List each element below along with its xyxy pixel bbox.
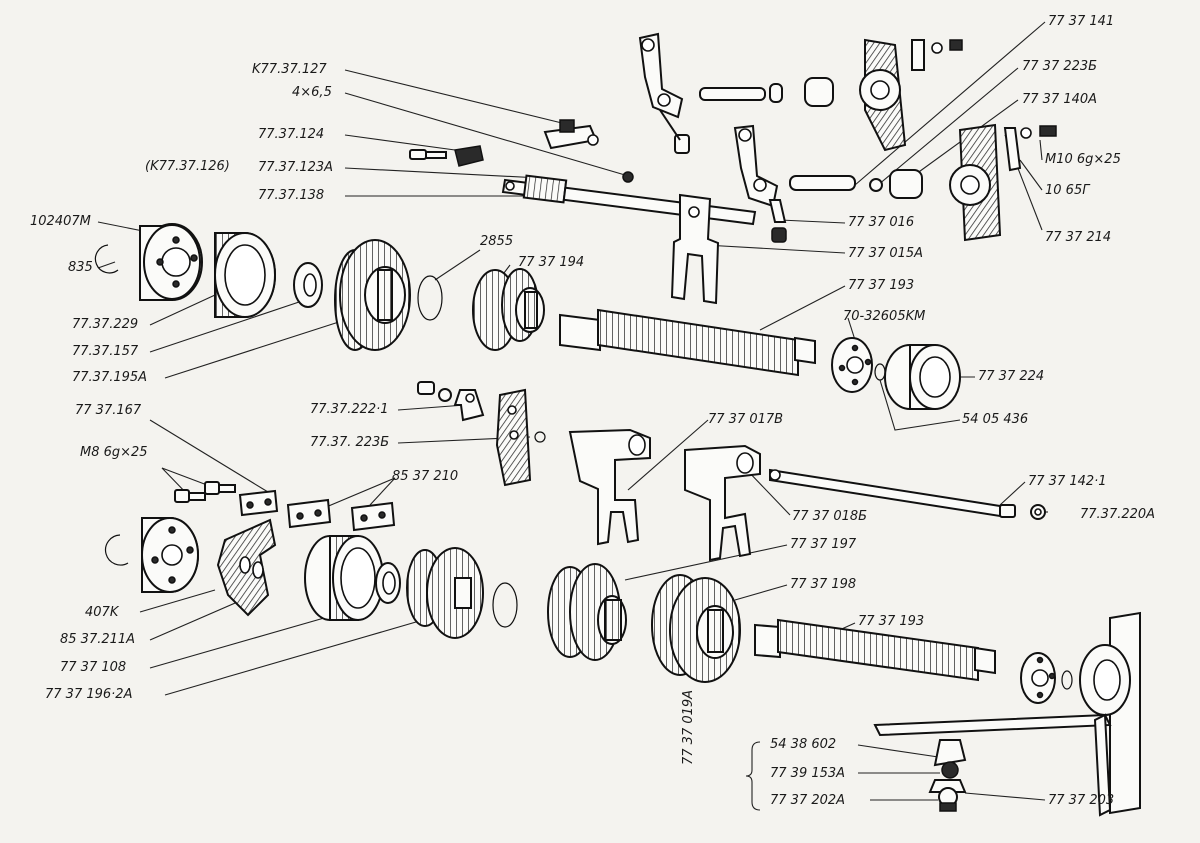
- bearing-70-32605km: [831, 337, 873, 393]
- label-7737141: 77 37 141: [1048, 14, 1115, 29]
- bearing-lower-right: [1020, 652, 1056, 704]
- label-7737223b-top: 77 37 223Б: [1022, 59, 1098, 74]
- label-7737202a: 77 37 202A: [770, 793, 846, 808]
- label-7737193-upper: 77 37 193: [848, 278, 915, 293]
- label-70-32605km: 70-32605KM: [843, 309, 926, 324]
- label-4x65: 4×6,5: [292, 85, 332, 100]
- gear-197: [547, 563, 627, 661]
- label-7737220a: 77.37.220A: [1080, 507, 1156, 522]
- label-102407m: 102407M: [30, 214, 91, 229]
- bracket-214: [949, 123, 1057, 242]
- label-7737157: 77.37.157: [72, 344, 139, 359]
- shaft-193-lower: [754, 618, 996, 682]
- gear-198: [651, 574, 741, 683]
- label-7737197: 77 37 197: [790, 537, 857, 552]
- label-7737193-lower: 77 37 193: [858, 614, 925, 629]
- label-407k: 407K: [85, 605, 119, 620]
- pin-141: [789, 175, 856, 191]
- sleeve-224: [884, 344, 961, 410]
- lever-016: [733, 124, 787, 243]
- label-835: 835: [68, 260, 93, 275]
- circlip-407k: [104, 534, 129, 566]
- plate-223b: [495, 388, 546, 487]
- label-7737123a: 77.37.123A: [258, 160, 334, 175]
- ring-229: [214, 232, 276, 318]
- circlip-5405436: [874, 363, 886, 381]
- washer-223b: [869, 178, 883, 192]
- bush-140a-upper: [804, 77, 834, 107]
- bracket-upper: [859, 38, 963, 152]
- bolt-222: [417, 381, 485, 422]
- plates-210-167: [238, 489, 396, 532]
- label-k7737127: K77.37.127: [252, 62, 327, 77]
- pin-141-upper: [699, 87, 766, 101]
- label-7737229: 77.37.229: [72, 317, 139, 332]
- shift-rod-138: [501, 174, 757, 226]
- label-2855: 2855: [480, 234, 514, 249]
- fork-018b: [684, 444, 761, 562]
- label-1065g: 10 65Г: [1045, 183, 1090, 198]
- bush-140a: [889, 169, 923, 199]
- rod-142: [769, 468, 1016, 518]
- label-7737017v: 77 37 017В: [708, 412, 784, 427]
- label-8537211a: 85 37.211A: [60, 632, 136, 647]
- bracket-019a: [873, 611, 1141, 817]
- label-7739153a: 77 39 153A: [770, 766, 846, 781]
- washer-upper: [769, 83, 783, 103]
- ball-4x65: [622, 171, 634, 183]
- label-k7737126: (K77.37.126): [145, 159, 230, 174]
- label-7737198: 77 37 198: [790, 577, 857, 592]
- shaft-193-upper: [559, 308, 816, 377]
- label-7737222: 77.37.222·1: [310, 402, 389, 417]
- label-7737194: 77 37 194: [518, 255, 585, 270]
- top-shift-assembly: [409, 32, 1057, 305]
- label-7737142: 77 37 142·1: [1028, 474, 1107, 489]
- label-m8: M8 6g×25: [80, 445, 148, 460]
- bolts-m8: [174, 481, 236, 503]
- clamp-127: [543, 119, 599, 150]
- label-5438602: 54 38 602: [770, 737, 837, 752]
- label-7737015a: 77 37 015A: [848, 246, 924, 261]
- lower-gear-shaft: [104, 517, 1141, 817]
- label-7737224: 77 37 224: [978, 369, 1045, 384]
- gear-195a: [334, 239, 411, 351]
- label-7737203: 77 37 203: [1048, 793, 1115, 808]
- bearing-407k: [141, 517, 199, 593]
- label-7737167: 77 37.167: [75, 403, 142, 418]
- ring-108: [304, 535, 384, 621]
- label-7737016: 77 37 016: [848, 215, 915, 230]
- label-7737138: 77.37.138: [258, 188, 325, 203]
- lever-upper: [638, 32, 690, 154]
- upper-gear-shaft: [94, 223, 961, 410]
- label-7737195a: 77.37.195A: [72, 370, 148, 385]
- fork-017v: [568, 428, 651, 546]
- label-7737124: 77.37.124: [258, 127, 325, 142]
- label-7737018b: 77 37 018Б: [792, 509, 868, 524]
- circlip-835: [94, 244, 119, 274]
- label-m10: M10 6g×25: [1045, 152, 1121, 167]
- label-7737140a: 77 37 140A: [1022, 92, 1098, 107]
- label-7737223b-mid: 77.37. 223Б: [310, 435, 390, 450]
- label-7737108: 77 37 108: [60, 660, 127, 675]
- circlip-lower: [492, 582, 518, 628]
- label-7737214: 77 37 214: [1045, 230, 1112, 245]
- label-7737196: 77 37 196·2A: [45, 687, 133, 702]
- pin-bolt-124: [409, 145, 484, 167]
- label-7737019a: 77 37 019A: [681, 689, 696, 765]
- shift-fork-015a: [670, 193, 720, 305]
- label-5405436: 54 05 436: [962, 412, 1029, 427]
- gear-196: [406, 547, 484, 639]
- bearing-102407m: [139, 223, 203, 301]
- gear-194: [472, 268, 545, 351]
- label-8537210: 85 37 210: [392, 469, 459, 484]
- circlip-2855: [417, 275, 443, 321]
- middle-section: [174, 381, 1046, 562]
